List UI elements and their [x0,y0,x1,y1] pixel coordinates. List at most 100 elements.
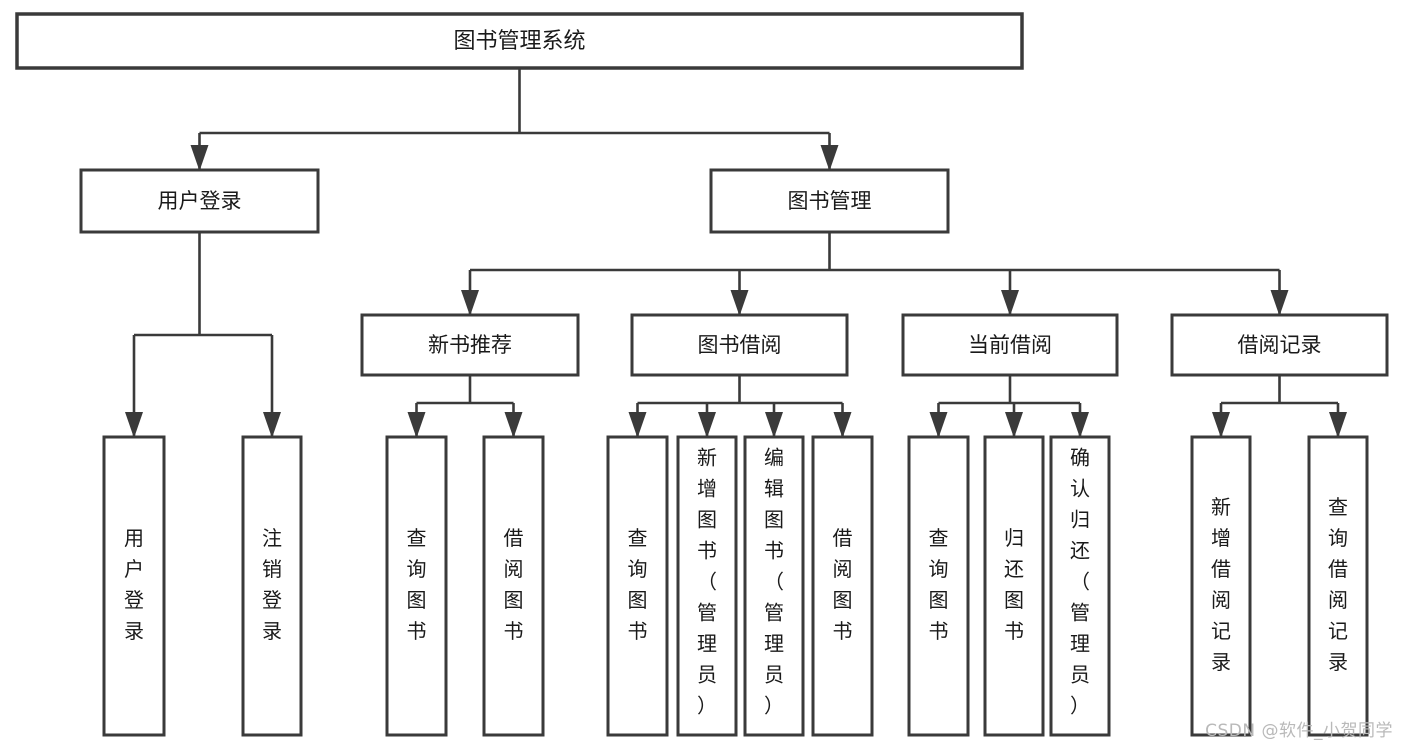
arrow-head-icon [628,412,647,438]
watermark-label: CSDN @软件_小贺同学 [1205,721,1393,741]
node-label-char: 登 [124,588,144,612]
node-label-char: 书 [929,619,949,643]
node-label-char: 户 [124,557,144,581]
node-label-char: 图 [1004,588,1024,612]
node-label-char: （ [764,570,784,594]
node-box-bb-edit-book[interactable] [743,435,805,737]
node-box-bb-borrow-book[interactable] [811,435,874,737]
node-label-char: 理 [1070,632,1090,656]
node-label-char: 确 [1070,446,1090,470]
node-label-char: 询 [1328,526,1348,550]
node-label-char: 查 [628,526,648,550]
node-user-login[interactable]: 用户登录 [79,168,320,234]
node-label-char: 书 [764,539,784,563]
node-label-char: 查 [929,526,949,550]
node-label-char: ） [1070,694,1090,718]
node-label-book-borrow: 图书借阅 [698,333,782,357]
node-root[interactable]: 图书管理系统 [15,12,1024,70]
node-box-book-borrow[interactable] [630,313,849,377]
node-label-char: 管 [697,601,717,625]
node-box-bb-query-book[interactable] [606,435,669,737]
node-label-char: 图 [628,588,648,612]
node-box-book-manage[interactable] [709,168,950,234]
node-label-char: 新 [1211,495,1231,519]
node-box-nb-query-book[interactable] [385,435,448,737]
node-label-char: 书 [628,619,648,643]
node-label-char: 查 [1328,495,1348,519]
node-label-char: 员 [1070,663,1090,687]
arrow-head-icon [820,145,839,171]
node-box-root[interactable] [15,12,1024,70]
node-label-char: 书 [1004,619,1024,643]
node-label-char: （ [1070,570,1090,594]
node-label-char: 询 [929,557,949,581]
node-box-bb-add-book[interactable] [676,435,738,737]
arrow-head-icon [1270,290,1289,316]
node-current-borrow[interactable]: 当前借阅 [901,313,1119,377]
arrow-head-icon [407,412,426,438]
node-box-cb-confirm-return[interactable] [1049,435,1111,737]
node-label-char: 询 [628,557,648,581]
node-label-char: ） [697,694,717,718]
node-label-char: 阅 [833,557,853,581]
node-label-book-manage: 图书管理 [788,189,872,213]
node-label-char: 理 [697,632,717,656]
arrow-head-icon [730,290,749,316]
node-borrow-record[interactable]: 借阅记录 [1170,313,1389,377]
node-label-char: 书 [504,619,524,643]
node-label-char: 图 [764,508,784,532]
node-label-char: 增 [1211,526,1231,550]
node-label-char: 图 [697,508,717,532]
node-label-current-borrow: 当前借阅 [968,333,1052,357]
node-label-char: 图 [929,588,949,612]
node-label-char: 书 [833,619,853,643]
arrow-head-icon [1212,412,1230,438]
node-box-nb-borrow-book[interactable] [482,435,545,737]
node-label-char: 录 [1211,650,1231,674]
node-label-char: 管 [1070,601,1090,625]
node-box-current-borrow[interactable] [901,313,1119,377]
node-book-manage[interactable]: 图书管理 [709,168,950,234]
node-box-br-query-record[interactable] [1307,435,1369,737]
arrow-head-icon [263,412,281,438]
node-new-book-recommend[interactable]: 新书推荐 [360,313,580,377]
node-box-borrow-record[interactable] [1170,313,1389,377]
node-box-br-add-record[interactable] [1190,435,1252,737]
node-box-user-login-do[interactable] [102,435,166,737]
node-book-borrow[interactable]: 图书借阅 [630,313,849,377]
arrow-head-icon [698,412,716,438]
arrow-head-icon [504,412,523,438]
node-label-char: 登 [262,588,282,612]
node-box-cb-return-book[interactable] [983,435,1045,737]
node-label-char: 借 [1328,557,1348,581]
node-label-char: 还 [1004,557,1024,581]
node-box-user-login[interactable] [79,168,320,234]
node-box-new-book-recommend[interactable] [360,313,580,377]
arrow-head-icon [1329,412,1347,438]
node-label-char: 归 [1070,508,1090,532]
node-label-char: 借 [1211,557,1231,581]
node-label-char: 图 [833,588,853,612]
node-box-cb-query-book[interactable] [907,435,970,737]
node-user-login-do[interactable]: 用户登录 [102,435,166,737]
node-box-user-logout[interactable] [241,435,303,737]
arrow-head-icon [929,412,948,438]
node-label-char: 理 [764,632,784,656]
arrow-head-icon [1005,412,1023,438]
node-label-char: 还 [1070,539,1090,563]
node-label-char: 员 [764,663,784,687]
connectors-layer [125,68,1347,438]
